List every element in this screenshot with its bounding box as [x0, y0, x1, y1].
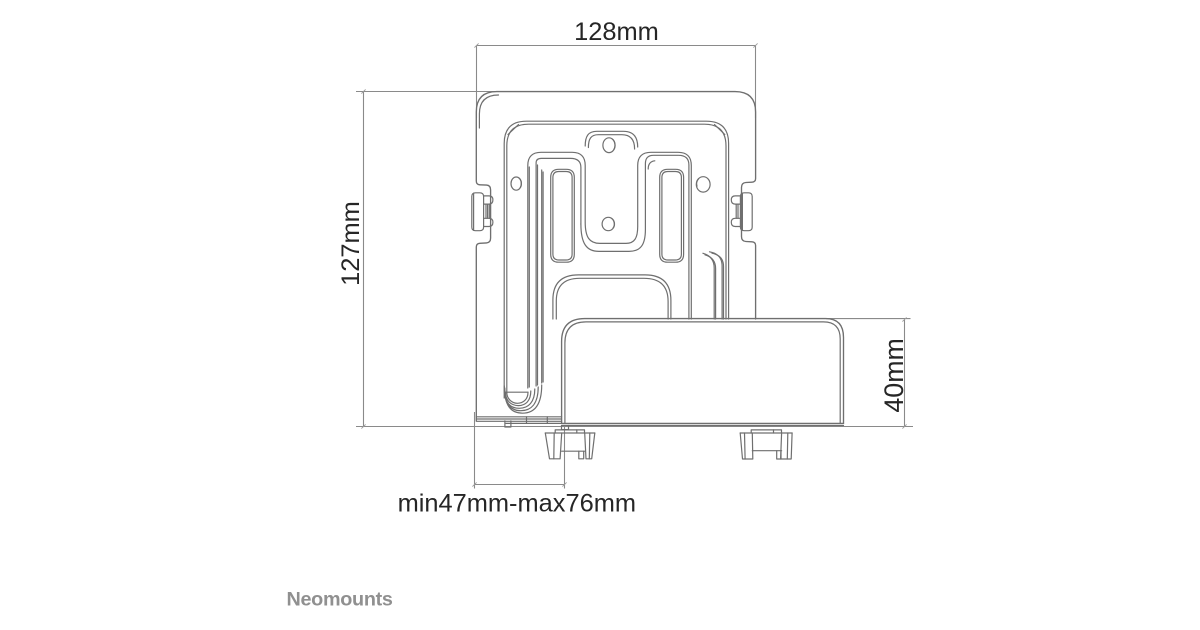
svg-text:128mm: 128mm — [574, 18, 659, 46]
svg-text:127mm: 127mm — [337, 201, 365, 286]
svg-text:Neomounts: Neomounts — [287, 589, 393, 611]
svg-text:min47mm-max76mm: min47mm-max76mm — [398, 489, 636, 517]
svg-text:40mm: 40mm — [879, 338, 909, 412]
